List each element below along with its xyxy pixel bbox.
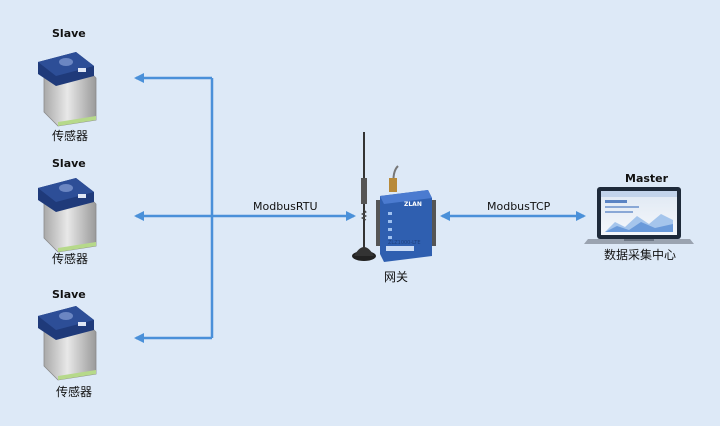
sensor-icon xyxy=(38,52,97,127)
sensor-role-label: Slave xyxy=(52,288,86,301)
gateway-icon xyxy=(376,165,436,262)
gateway-model: ZLZ1000-LTE xyxy=(388,240,421,246)
sensor-name-label: 传感器 xyxy=(52,129,89,143)
sensor-role-label: Slave xyxy=(52,27,86,40)
sensor-icon xyxy=(38,178,97,253)
sensor-name-label: 传感器 xyxy=(52,252,89,266)
modbus-rtu-label: ModbusRTU xyxy=(253,200,318,213)
master-role-label: Master xyxy=(625,172,669,185)
master-name-label: 数据采集中心 xyxy=(604,248,677,262)
gateway-brand: ZLAN xyxy=(404,201,422,208)
rtu-bus xyxy=(134,73,356,343)
modbus-tcp-label: ModbusTCP xyxy=(487,200,551,213)
gateway-label: 网关 xyxy=(384,270,409,284)
sensor-role-label: Slave xyxy=(52,157,86,170)
sensor-icon xyxy=(38,306,97,381)
sensor-name-label: 传感器 xyxy=(56,385,93,399)
antenna-icon xyxy=(352,132,376,261)
laptop-icon xyxy=(584,187,694,244)
